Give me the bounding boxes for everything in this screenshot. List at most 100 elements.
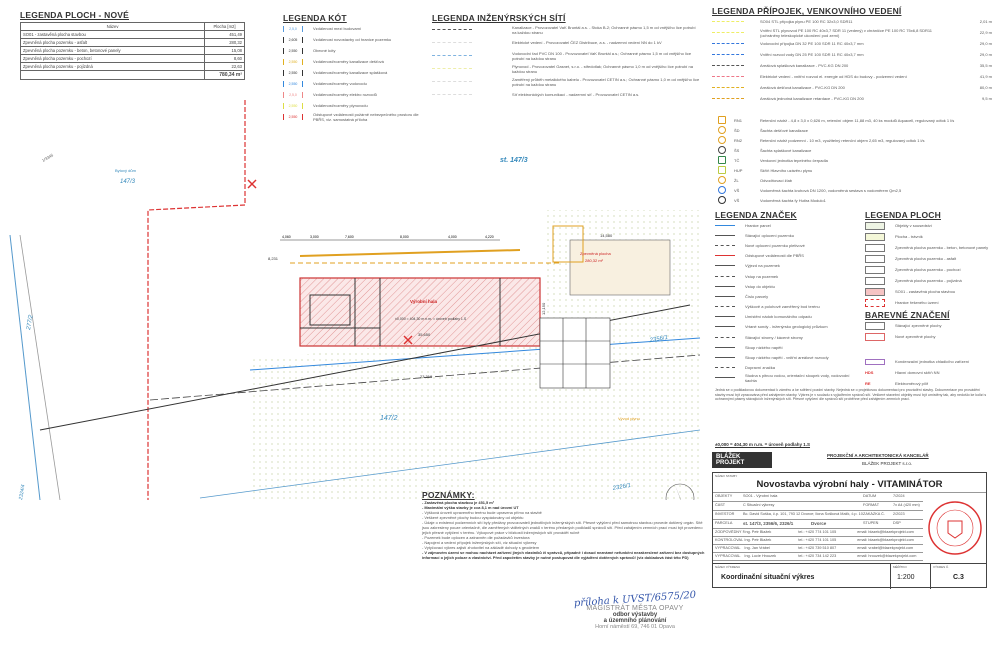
scale-value: 1:200 [897, 574, 915, 581]
symbol-legend-item: Odstupové vzdálenosti dle PBŘS [715, 251, 855, 261]
person-field: tel.: +420 774 101 105 [798, 538, 837, 542]
area-legend-label: Objekty v sousedství [895, 223, 932, 228]
person-field: tel.: +420 774 101 105 [798, 530, 837, 534]
connection-legend-item: Areálová splašková kanalizace - PVC-KG D… [712, 60, 992, 71]
connection-length: 2,01 m [979, 19, 992, 24]
area-swatch [865, 243, 885, 252]
parcel-label-2356-1: 2356/1 [648, 335, 668, 344]
title-block-field: INVESTOR [715, 512, 735, 516]
symbol-legend-item: Vstup do objektu [715, 281, 855, 291]
title-block-field: STUPEŇ [863, 521, 879, 525]
symbol-legend-label: Výškově a polohově zaměřený bod terénu [745, 304, 820, 310]
connection-legend-label: Areálová jednotná kanalizace retardace -… [760, 96, 864, 101]
connection-length: 80,0 m [979, 85, 992, 90]
person-field: email: blazek@blazekprojekt.com [857, 530, 914, 534]
network-legend-label: Plynovod - Provozovatel Gasnet, s.r.o. -… [512, 63, 693, 74]
title-block-field: DSP [893, 521, 901, 525]
row-value: 451,49 [204, 30, 245, 39]
object-code: VŠ [734, 197, 740, 203]
row-name: SO01 - zastavěná plocha stavbou [20, 30, 205, 39]
object-code: ŠS [734, 147, 740, 153]
connection-length: 29,0 m [979, 41, 992, 46]
object-legend-label: Vodoměrná šachta fy Hutira Modulo1 [760, 197, 826, 203]
note-item: - Maximální výška stavby je cca 8,1 m na… [422, 505, 519, 510]
legend-connections: LEGENDA PŘÍPOJEK, VENKOVNÍHO VEDENÍ SO04… [712, 6, 992, 104]
symbol-legend-label: Stávající oplocení pozemku [745, 232, 794, 238]
equipment-code [865, 358, 885, 365]
dim-top-6: 4,220 [485, 235, 494, 239]
object-symbol-icon [718, 146, 726, 154]
symbol-legend-label: Vstup do objektu [745, 283, 775, 289]
network-line-symbol [432, 79, 472, 85]
drawing-number: C.3 [953, 574, 964, 581]
network-line-symbol [432, 40, 472, 46]
dimension-symbol: 2,5,0 [283, 91, 303, 98]
symbol-icon [715, 316, 735, 318]
network-line-symbol [432, 53, 472, 59]
parcel-label-main: st. 147/3 [500, 157, 528, 164]
col-name: Název [20, 22, 205, 31]
project-title: Novostavba výrobní haly - VITAMINÁTOR [756, 479, 943, 490]
equipment-code: RE [865, 381, 871, 386]
equipment-legend-item: Kondenzační jednotka chladicího zařízení [865, 356, 990, 367]
legend-symbols-title: LEGENDA ZNAČEK [715, 210, 797, 220]
legend-networks: LEGENDA INŽENÝRSKÝCH SÍTÍ Kanalizace - P… [432, 13, 700, 101]
dimension-symbol: 2,550 [283, 47, 303, 54]
area-legend-item: Zpevněná plocha pozemku - beton, betonov… [865, 242, 990, 253]
color-legend-item: Stávající zpevněné plochy [865, 320, 990, 331]
sewer-main-line [149, 354, 701, 401]
connection-line-symbol [712, 85, 744, 91]
dimension-legend-label: Vzdálenost/rozměry vodovodu [313, 81, 367, 86]
network-line-symbol [432, 27, 472, 33]
network-legend-item: Kanalizace - Provozovatel VaK Bruntál a.… [432, 23, 700, 36]
symbol-icon [715, 295, 735, 297]
symbol-icon [715, 275, 735, 277]
dim-top-2: 3,000 [310, 235, 319, 239]
color-swatch [865, 321, 885, 330]
title-block-field: Bc. David Soška, č.p. 101, 793 12 Dvorce… [743, 512, 863, 516]
engineer-stamp-icon [927, 501, 982, 555]
felled-tree-marks [247, 179, 413, 345]
network-legend-item: Elektrické vedení - Provozovatel ČEZ Dis… [432, 36, 700, 49]
connection-legend-item: SO04 STL přípojka plynu PE 100 RC 32x3,0… [712, 16, 992, 27]
area-legend-label: Zpevněná plocha pozemku - pochozí [895, 267, 961, 272]
connection-legend-label: Vodovodní přípojka DN 32 PE 100 SDR 11 R… [760, 41, 864, 46]
network-line-symbol [432, 66, 472, 72]
note-item: - Údaje o existenci podzemních sítí byly… [422, 520, 703, 535]
object-code: ŽL [734, 177, 739, 183]
dim-side: 14,580 [600, 233, 613, 238]
area-legend-item: Zpevněná plocha pozemku - pojízdná [865, 275, 990, 286]
parcel-label-1-3345: 1/3345 [41, 152, 55, 163]
connection-line-symbol [712, 19, 744, 25]
elevation-label: ±0,000 = 404,30 m n.m. = úroveň podlahy … [395, 317, 467, 321]
title-block-field: 7/2024 [893, 494, 905, 498]
row-value: 280,32 [204, 38, 245, 47]
symbol-icon [715, 306, 735, 308]
equipment-legend-label: Hlavní domovní skříň NN [895, 370, 940, 375]
dim-top-5: 4,000 [448, 235, 457, 239]
dimension-legend-item: 2,550 Obecné kóty [283, 45, 423, 56]
connection-length: 29,0 m [979, 52, 992, 57]
connection-length: 35,5 m [979, 63, 992, 68]
title-block-field: 2/2023 [893, 512, 905, 516]
symbol-legend-item: Studna s pitnou vodou, orientační sloupe… [715, 373, 855, 383]
dimension-legend-label: Obecné kóty [313, 48, 336, 53]
area-swatch [865, 265, 885, 274]
area-legend-item: Hranice řešeného území [865, 297, 990, 308]
note-item: - Vytyčovací výkres zajistí zhotovitel n… [422, 545, 540, 550]
object-symbol-icon [718, 156, 726, 164]
network-legend-item: Vodovodní řad PVC DN 100 - Provozovatel … [432, 49, 700, 62]
symbol-legend-label: Umístění nádob komunálního odpadu [745, 314, 812, 320]
color-legend-label: Nové zpevněné plochy [895, 334, 936, 339]
connection-legend-item: Elektrické vedení - vnitřní rozvod el. e… [712, 71, 992, 82]
